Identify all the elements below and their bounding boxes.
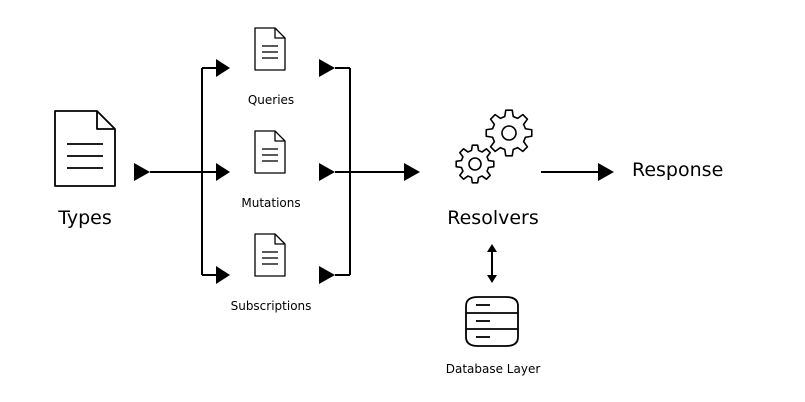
subscriptions-document-icon (254, 233, 286, 277)
mutations-label: Mutations (241, 196, 301, 210)
operations-to-resolvers-arrow (335, 163, 420, 181)
response-label: Response (632, 159, 724, 181)
left-branch-bracket (201, 59, 230, 284)
queries-label: Queries (247, 93, 295, 107)
resolvers-label: Resolvers (447, 207, 539, 229)
large-gear-icon (485, 109, 533, 157)
types-label: Types (58, 207, 112, 229)
database-icon (465, 296, 519, 347)
resolvers-to-response-arrow (541, 163, 614, 181)
small-gear-icon (455, 144, 495, 184)
resolvers-database-bidirectional-arrow (487, 244, 497, 283)
resolvers-gears-icon (455, 109, 533, 184)
mutations-document-icon (254, 130, 286, 174)
queries-document-icon (254, 27, 286, 71)
types-to-operations-arrow (134, 163, 230, 181)
database-layer-label: Database Layer (445, 362, 541, 376)
subscriptions-label: Subscriptions (230, 299, 312, 313)
types-document-icon (54, 110, 116, 187)
